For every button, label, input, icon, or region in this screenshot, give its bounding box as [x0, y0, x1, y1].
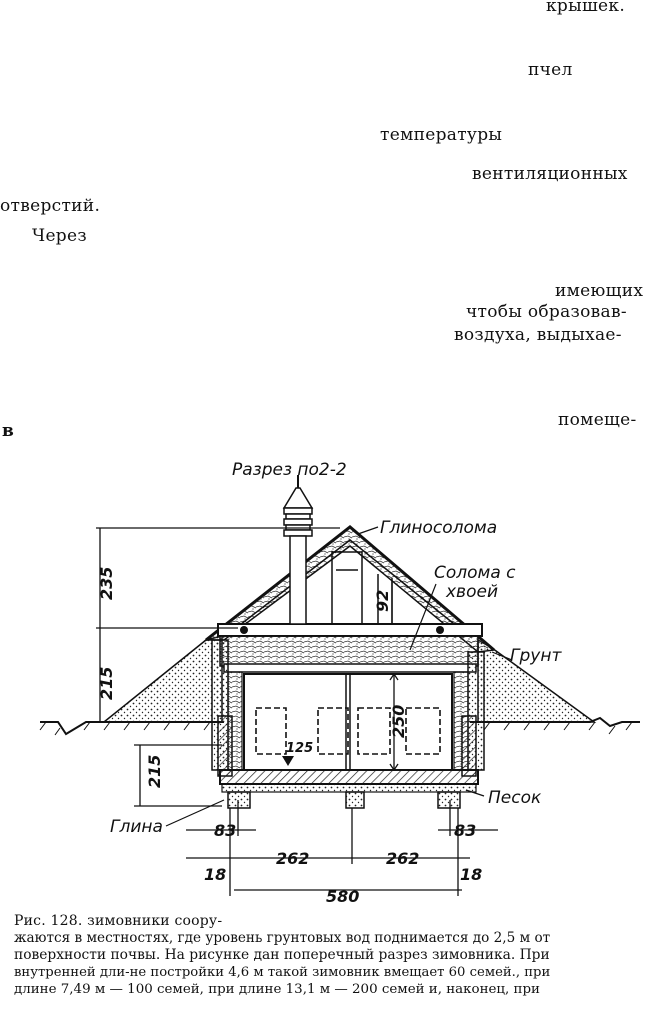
dim-215-upper: 215: [97, 667, 116, 700]
footings: [227, 791, 461, 809]
caption-line-3: поверхности почвы. На рисунке дан попере…: [14, 947, 550, 963]
floor: [219, 769, 479, 785]
text-fragment-ventilyatsionnykh: вентиляционных: [472, 164, 628, 184]
figure-title: Разрез по2-2: [232, 460, 347, 480]
dim-580: 580: [326, 887, 359, 906]
label-grunt: Грунт: [510, 646, 562, 666]
dim-92: 92: [373, 590, 392, 612]
leader-lines: [165, 526, 513, 827]
ventilation-pipe: [282, 487, 314, 625]
text-fragment-cherez: Через: [32, 226, 87, 246]
interior-room: [243, 673, 453, 771]
text-fragment-temperatury: температуры: [380, 125, 503, 145]
dimension-lines-inner: [389, 580, 399, 772]
label-soloma-2: хвоей: [445, 582, 498, 602]
text-fragment-pchel: пчел: [528, 60, 573, 80]
caption-line-1: Рис. 128. зимовники соору-: [14, 913, 223, 929]
ground-hatch: [39, 721, 633, 736]
dim-83-right: 83: [454, 821, 476, 840]
dim-262-left: 262: [276, 849, 309, 868]
dimension-lines-bottom: [186, 800, 498, 896]
caption-line-5: длине 7,49 м — 100 семей, при длине 13,1…: [14, 982, 540, 997]
text-fragment-otverstiy: отверстий.: [0, 196, 101, 216]
text-fragment-vozdukha: воздуха, выдыхае-: [454, 325, 622, 345]
label-glina: Глина: [110, 817, 163, 837]
label-glinosoloma: Глиносолома: [380, 518, 497, 538]
label-pesok: Песок: [488, 788, 542, 808]
text-fragment-v: в: [2, 421, 15, 441]
dim-83-left: 83: [214, 821, 236, 840]
roof-inner: [235, 539, 465, 633]
text-fragment-chtoby: чтобы образовав-: [466, 302, 627, 322]
ceiling-insulation: [219, 635, 479, 667]
dim-235: 235: [97, 567, 116, 600]
label-soloma-1: Солома с: [434, 563, 516, 583]
dim-18-left: 18: [204, 865, 226, 884]
text-fragment-kryshek: крышек.: [546, 0, 626, 16]
dim-250: 250: [389, 705, 408, 738]
dimension-lines-left: [96, 527, 340, 807]
caption-line-2: жаются в местностях, где уровень грунтов…: [14, 930, 551, 946]
dim-125: 125: [286, 741, 313, 756]
hive-outlines: [255, 707, 441, 755]
dim-262-right: 262: [386, 849, 419, 868]
level-arrow: [282, 756, 294, 766]
dim-18-right: 18: [460, 865, 482, 884]
caption-line-4: внутренней дли-не постройки 4,6 м такой …: [14, 965, 551, 980]
text-fragment-pomeshche: помеще-: [558, 410, 637, 430]
embankment-left: [101, 635, 223, 723]
dim-215-lower: 215: [145, 755, 164, 788]
text-fragment-imeyushchikh: имеющих: [555, 281, 644, 301]
